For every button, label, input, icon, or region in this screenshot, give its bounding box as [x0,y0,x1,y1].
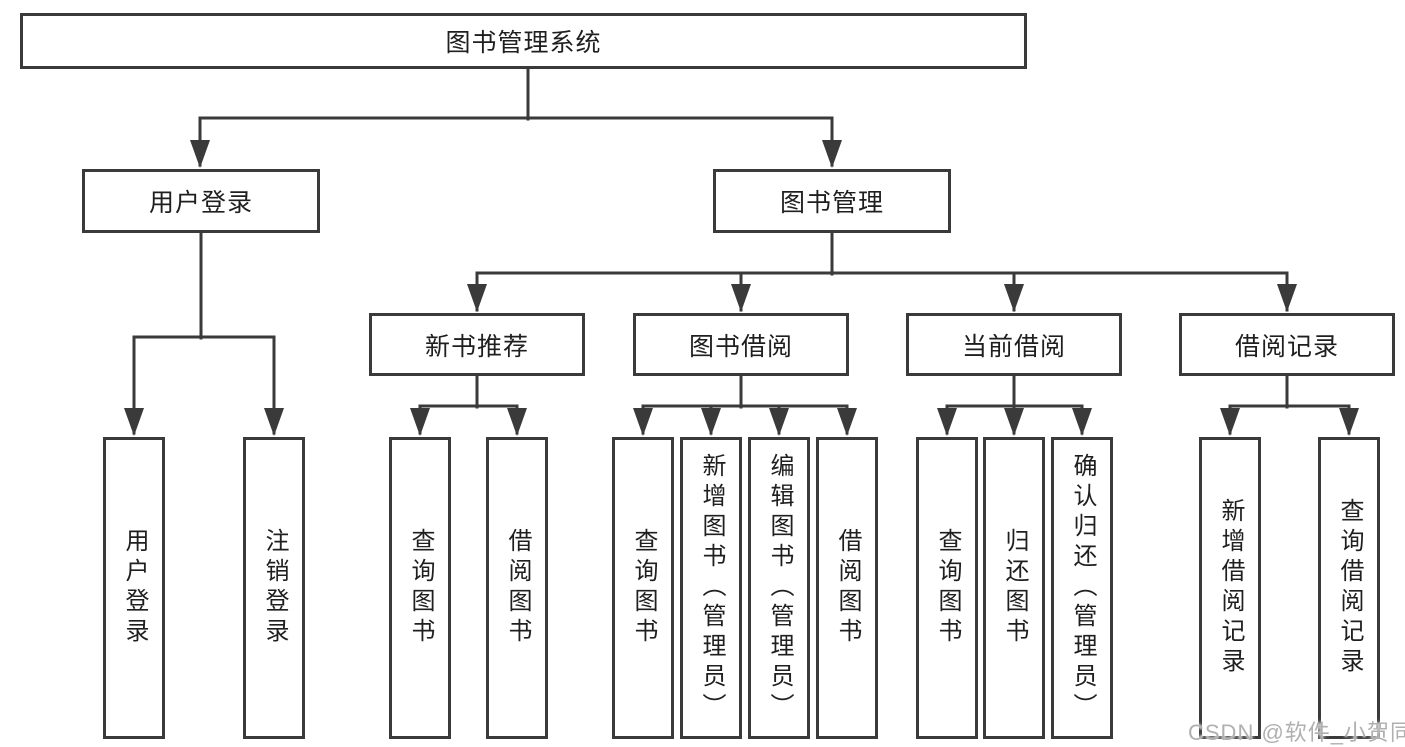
leaf-add-borrow-record: 新增借阅记录 [1199,437,1261,739]
node-book-management: 图书管理 [713,169,951,233]
leaf-return-books-label: 归还图书 [1001,528,1028,648]
connector-book-management-branch [475,231,1289,312]
leaf-return-books: 归还图书 [983,437,1045,739]
connector-recommendation-branch [418,374,519,435]
leaf-query-books-borrowing: 查询图书 [612,437,674,739]
node-book-management-label: 图书管理 [779,189,884,217]
node-current-borrowing: 当前借阅 [906,313,1122,376]
node-new-book-recommendation-label: 新书推荐 [424,332,529,361]
node-system-root-label: 图书管理系统 [445,29,602,57]
arrowheads-level3 [467,284,1297,312]
leaf-add-borrow-record-label: 新增借阅记录 [1217,498,1244,678]
csdn-watermark: CSDN @软件_小贺同学 [1188,720,1405,745]
leaf-query-books-current: 查询图书 [916,437,978,739]
node-borrowing-records: 借阅记录 [1179,313,1395,376]
leaf-user-login-label: 用户登录 [121,528,148,648]
leaf-logout: 注销登录 [243,437,305,739]
leaf-confirm-return-admin: 确认归还（管理员） [1051,437,1113,739]
connector-root-to-level2 [198,67,834,167]
node-user-login: 用户登录 [82,169,320,233]
leaf-borrow-books-borrowing: 借阅图书 [816,437,878,739]
node-new-book-recommendation: 新书推荐 [369,313,585,376]
leaf-borrow-books-recommend-label: 借阅图书 [504,528,531,648]
leaf-borrow-books-recommend: 借阅图书 [486,437,548,739]
leaf-borrow-books-borrowing-label: 借阅图书 [834,528,861,648]
arrowheads-borrowing-branch [633,408,857,436]
leaf-edit-books-admin: 编辑图书（管理员） [748,437,810,739]
arrowheads-level2 [190,140,842,168]
leaf-logout-label: 注销登录 [261,528,288,648]
leaf-confirm-return-admin-label: 确认归还（管理员） [1069,453,1096,723]
node-book-borrowing: 图书借阅 [633,313,849,376]
node-borrowing-records-label: 借阅记录 [1234,332,1339,361]
arrowheads-recommendation-branch [410,408,527,436]
connector-user-login-branch [132,231,276,435]
arrowheads-user-login-branch [124,408,284,436]
node-current-borrowing-label: 当前借阅 [961,332,1066,361]
leaf-query-books-recommend-label: 查询图书 [407,528,434,648]
leaf-query-books-borrowing-label: 查询图书 [630,528,657,648]
leaf-add-books-admin: 新增图书（管理员） [680,437,742,739]
leaf-edit-books-admin-label: 编辑图书（管理员） [766,453,793,723]
node-user-login-label: 用户登录 [148,189,253,217]
leaf-user-login: 用户登录 [103,437,165,739]
node-system-root: 图书管理系统 [20,13,1027,69]
leaf-query-borrow-record: 查询借阅记录 [1318,437,1380,739]
connector-borrowing-branch [641,374,849,435]
node-book-borrowing-label: 图书借阅 [688,332,793,361]
leaf-query-books-current-label: 查询图书 [934,528,961,648]
connector-records-branch [1228,374,1351,435]
arrowheads-records-branch [1220,408,1359,436]
leaf-query-books-recommend: 查询图书 [389,437,451,739]
leaf-add-books-admin-label: 新增图书（管理员） [698,453,725,723]
arrowheads-current-borrow-branch [937,408,1092,436]
leaf-query-borrow-record-label: 查询借阅记录 [1336,498,1363,678]
